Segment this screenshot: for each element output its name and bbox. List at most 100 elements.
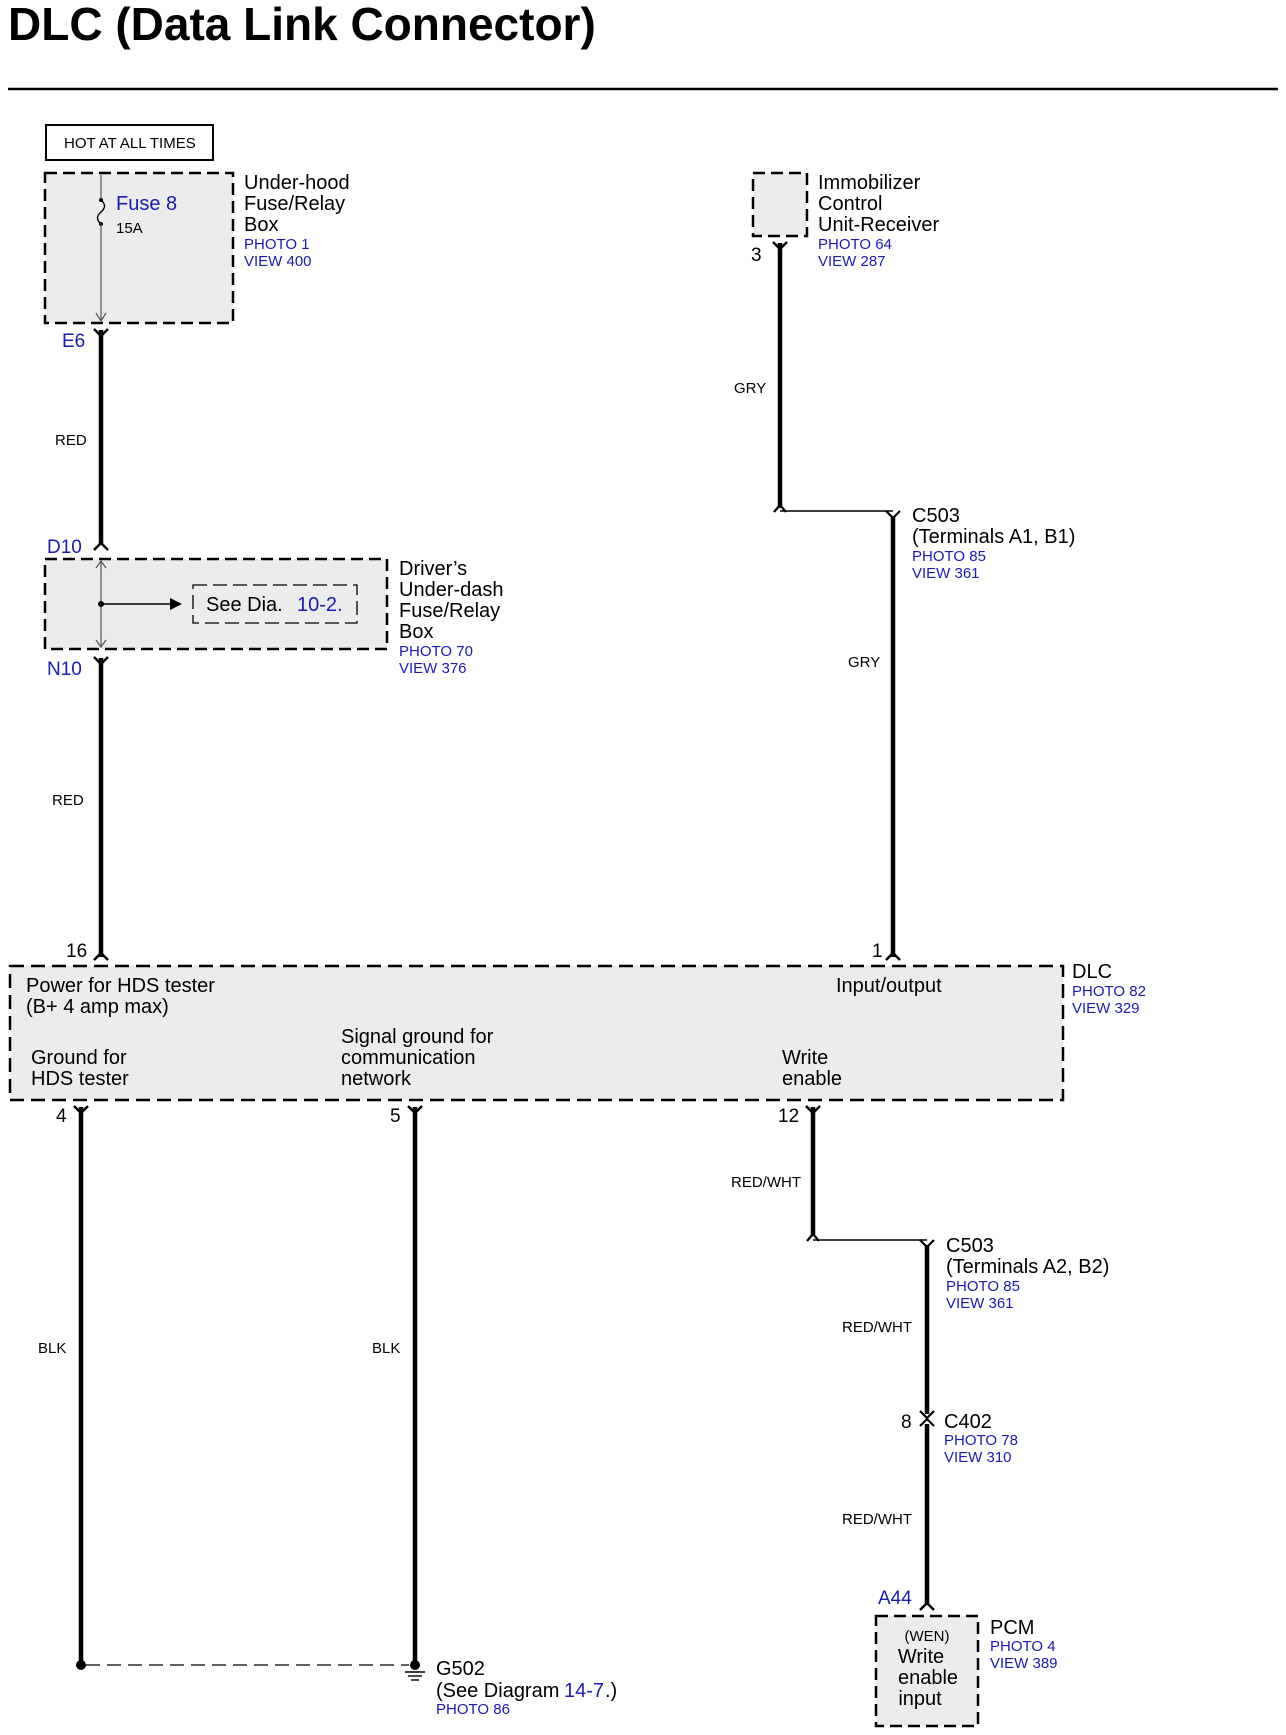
driver-box-label-2: Under-dash	[399, 579, 504, 601]
immobilizer-label-2: Control	[818, 193, 882, 215]
pcm-input-label-2: enable	[898, 1667, 958, 1689]
wire-label-red-1: RED	[55, 432, 87, 449]
pcm-photo: PHOTO 4	[990, 1638, 1056, 1655]
dlc-box	[8, 964, 1065, 1102]
underhood-fuse-box	[43, 171, 235, 325]
fuse-rating: 15A	[116, 220, 143, 237]
wire-label-redwht-2: RED/WHT	[842, 1319, 912, 1336]
pcm-view: VIEW 389	[990, 1655, 1058, 1672]
pin-c402-8: 8	[901, 1412, 912, 1433]
c503-bottom-view: VIEW 361	[946, 1295, 1014, 1312]
pin-dlc-5: 5	[390, 1106, 401, 1127]
wire-label-redwht-3: RED/WHT	[842, 1511, 912, 1528]
dlc-photo: PHOTO 82	[1072, 983, 1146, 1000]
immobilizer-view: VIEW 287	[818, 253, 886, 270]
c402-view: VIEW 310	[944, 1449, 1012, 1466]
see-dia-text: See Dia.	[206, 594, 283, 616]
driver-box-arrow-down	[95, 639, 107, 649]
immobilizer-label-3: Unit-Receiver	[818, 214, 939, 236]
pin-dlc-1: 1	[872, 941, 883, 962]
g502-name: G502	[436, 1658, 485, 1680]
pin-dlc-16: 16	[66, 941, 87, 962]
dlc-io-label: Input/output	[836, 975, 942, 997]
underhood-label-3: Box	[244, 214, 278, 236]
c503-top-view: VIEW 361	[912, 565, 980, 582]
c503-top-left-symbol	[773, 503, 787, 513]
pcm-box	[874, 1614, 980, 1728]
fuse-symbol	[96, 199, 106, 225]
c503-bottom-photo: PHOTO 85	[946, 1278, 1020, 1295]
g502-photo: PHOTO 86	[436, 1701, 510, 1718]
c402-name: C402	[944, 1411, 992, 1433]
dlc-sig-label-2: communication	[341, 1047, 476, 1069]
underhood-view: VIEW 400	[244, 253, 312, 270]
underhood-label-2: Fuse/Relay	[244, 193, 345, 215]
pcm-input-label-1: Write	[898, 1646, 944, 1668]
pin-dlc-12: 12	[778, 1106, 799, 1127]
connector-dlc1-symbol	[885, 951, 901, 961]
wire-label-gry-2: GRY	[848, 654, 880, 671]
connector-d10-symbol	[93, 541, 109, 551]
pin-pcm-a44: A44	[878, 1588, 912, 1609]
wire-label-red-2: RED	[52, 792, 84, 809]
driver-box-arrow-up	[95, 559, 107, 569]
hot-at-all-times-box	[45, 124, 214, 161]
dlc-sig-label-1: Signal ground for	[341, 1026, 494, 1048]
connector-a44-symbol	[919, 1601, 935, 1611]
pcm-wen-label: (WEN)	[905, 1628, 950, 1645]
pin-immobilizer-3: 3	[751, 245, 762, 266]
underhood-photo: PHOTO 1	[244, 236, 310, 253]
dlc-gnd-label-1: Ground for	[31, 1047, 127, 1069]
see-dia-ref[interactable]: 10-2.	[297, 594, 343, 616]
hot-label: HOT AT ALL TIMES	[64, 135, 196, 152]
pcm-input-label-3: input	[898, 1688, 942, 1710]
g502-see-text: (See Diagram	[436, 1680, 559, 1702]
fuse-lead-arrow	[95, 312, 107, 323]
wire-label-blk-1: BLK	[38, 1340, 66, 1357]
ground-splice-left	[76, 1660, 86, 1670]
driver-box-label-3: Fuse/Relay	[399, 600, 500, 622]
dlc-we-label-1: Write	[782, 1047, 828, 1069]
pin-e6: E6	[62, 331, 85, 352]
dlc-power-label-1: Power for HDS tester	[26, 975, 215, 997]
fuse-terminal-top	[99, 198, 103, 202]
g502-see-ref[interactable]: 14-7	[564, 1680, 604, 1702]
g502-see-end: .)	[605, 1680, 617, 1702]
c402-symbol-bottom	[919, 1417, 935, 1427]
wire-label-gry-1: GRY	[734, 380, 766, 397]
fuse-name: Fuse 8	[116, 193, 177, 215]
driver-box-label-1: Driver’s	[399, 558, 467, 580]
wire-label-redwht-1: RED/WHT	[731, 1174, 801, 1191]
pcm-name: PCM	[990, 1617, 1034, 1639]
page-title: DLC (Data Link Connector)	[8, 0, 596, 50]
c503-top-photo: PHOTO 85	[912, 548, 986, 565]
c503-bottom-name: C503	[946, 1235, 994, 1257]
pin-d10: D10	[47, 537, 82, 558]
c503-bottom-left-symbol	[806, 1232, 820, 1242]
see-dia-box[interactable]	[192, 584, 358, 624]
underhood-label-1: Under-hood	[244, 172, 350, 194]
ground-splice-right	[410, 1660, 420, 1670]
dlc-power-label-2: (B+ 4 amp max)	[26, 996, 169, 1018]
dlc-sig-label-3: network	[341, 1068, 412, 1090]
c503-bottom-terminals: (Terminals A2, B2)	[946, 1256, 1109, 1278]
see-dia-arrow	[170, 598, 182, 610]
c503-top-terminals: (Terminals A1, B1)	[912, 526, 1075, 548]
immobilizer-box	[751, 171, 809, 238]
driver-box-label-4: Box	[399, 621, 433, 643]
dlc-gnd-label-2: HDS tester	[31, 1068, 129, 1090]
wire-label-blk-2: BLK	[372, 1340, 400, 1357]
immobilizer-photo: PHOTO 64	[818, 236, 892, 253]
dlc-we-label-2: enable	[782, 1068, 842, 1090]
c503-top-name: C503	[912, 505, 960, 527]
pin-n10: N10	[47, 659, 82, 680]
c402-photo: PHOTO 78	[944, 1432, 1018, 1449]
pin-dlc-4: 4	[56, 1106, 67, 1127]
driver-box-photo: PHOTO 70	[399, 643, 473, 660]
dlc-name: DLC	[1072, 961, 1112, 983]
connector-dlc16-symbol	[93, 951, 109, 961]
immobilizer-label-1: Immobilizer	[818, 172, 921, 194]
driver-box-view: VIEW 376	[399, 660, 467, 677]
